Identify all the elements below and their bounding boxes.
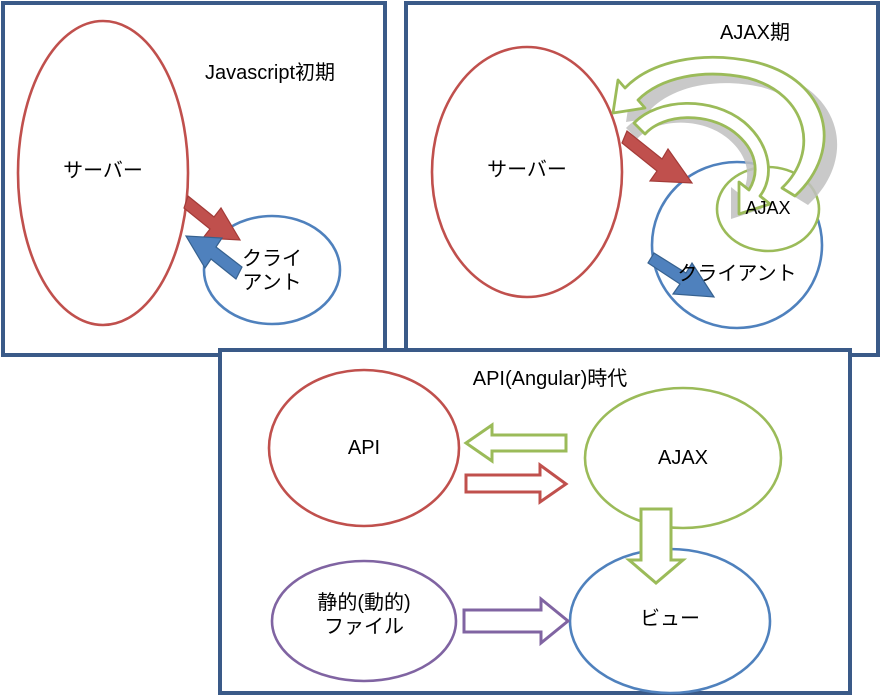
arrow-ajax-curve-out-shadow	[626, 66, 838, 205]
arrow-api-to-ajax	[464, 462, 569, 505]
node-server	[16, 19, 190, 327]
arrow-client-to-server-2	[647, 252, 716, 298]
node-api-label: API	[347, 437, 381, 459]
node-server-label: サーバー	[63, 160, 143, 182]
node-ajax-3	[583, 386, 783, 530]
node-static-files-label: 静的(動的) ファイル	[317, 592, 411, 638]
arrow-client-to-server	[184, 235, 243, 280]
node-client-label: クライ アント	[242, 248, 302, 294]
arrow-ajax-curve-out	[611, 55, 826, 198]
node-client	[202, 214, 342, 326]
node-static-files	[270, 559, 458, 683]
arrow-server-to-client-2	[621, 130, 694, 184]
panel-api-angular-title: API(Angular)時代	[472, 368, 628, 390]
node-ajax-2-label: AJAX	[745, 198, 791, 218]
node-view-label: ビュー	[640, 608, 700, 630]
arrow-ajax-to-view	[624, 507, 688, 585]
node-server-2-label: サーバー	[487, 159, 567, 181]
panel-javascript-early-title: Javascript初期	[204, 62, 336, 84]
arrow-ajax-to-api	[463, 422, 568, 464]
arrow-ajax-curve-in	[632, 101, 772, 216]
panel-ajax-title: AJAX期	[719, 22, 791, 44]
node-ajax-3-label: AJAX	[657, 447, 709, 469]
node-api	[267, 368, 461, 528]
node-client-2-label: クライアント	[677, 263, 797, 285]
node-server-2	[430, 45, 624, 299]
arrow-static-to-view	[462, 595, 571, 647]
arrow-ajax-curve-in-shadow	[626, 108, 762, 219]
